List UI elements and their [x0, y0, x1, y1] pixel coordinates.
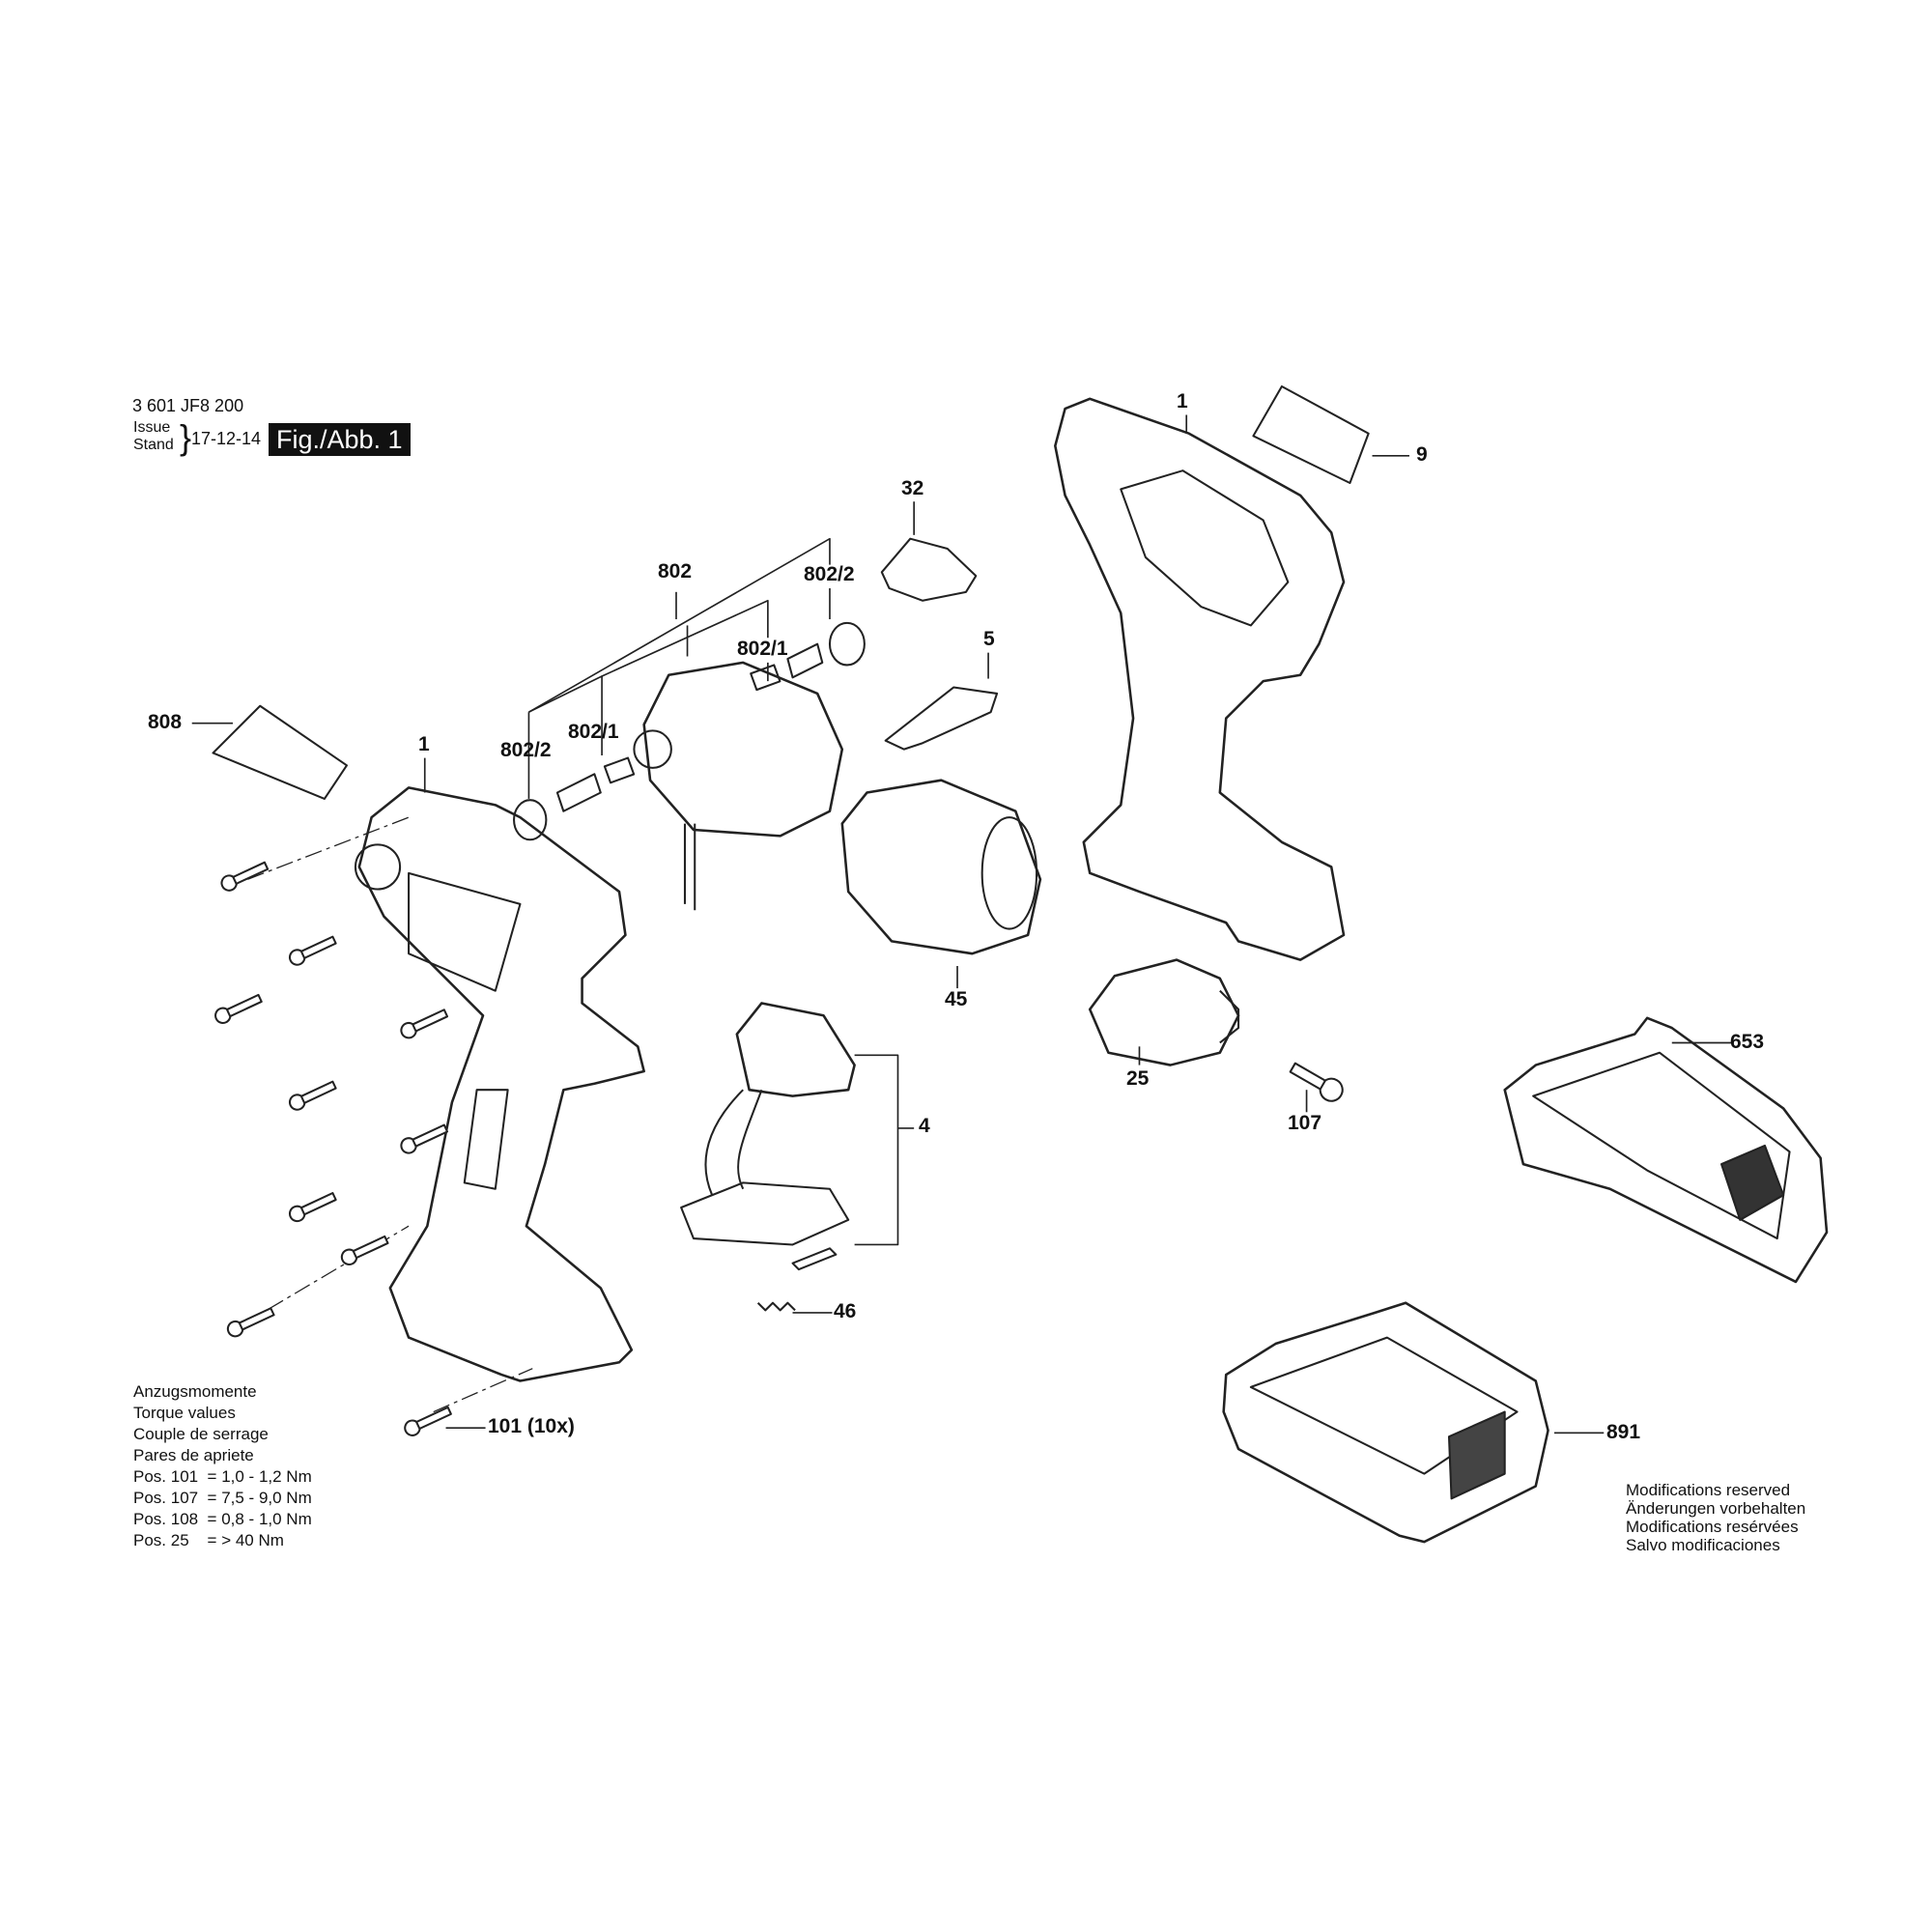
gearbox-shape	[840, 779, 1042, 955]
right-housing-shape	[1054, 397, 1346, 961]
part-5-shape	[884, 686, 999, 751]
callout-45: 45	[945, 988, 968, 1010]
left-housing-shape	[357, 786, 645, 1382]
callout-32: 32	[901, 477, 924, 499]
torque-notes: Anzugsmomente Torque values Couple de se…	[133, 1381, 312, 1551]
charger-shape	[1503, 1016, 1829, 1284]
chuck-shape	[1088, 958, 1240, 1066]
switch-shape	[735, 1002, 856, 1097]
callout-9: 9	[1416, 443, 1428, 466]
callout-1-left: 1	[418, 733, 430, 755]
part-number: 3 601 JF8 200	[132, 396, 244, 415]
notice-fr: Modifications resérvées	[1626, 1518, 1799, 1536]
callout-802-2-top: 802/2	[804, 563, 855, 585]
callout-46: 46	[834, 1300, 857, 1322]
issue-date: 17-12-14	[191, 429, 262, 448]
figure-label: Fig./Abb. 1	[269, 423, 411, 456]
label-9-shape	[1252, 384, 1370, 485]
torque-title-fr: Couple de serrage	[133, 1425, 269, 1443]
notice-en: Modifications reserved	[1626, 1481, 1791, 1499]
callout-101: 101 (10x)	[488, 1415, 575, 1437]
callout-802: 802	[658, 560, 693, 582]
torque-title-de: Anzugsmomente	[133, 1382, 257, 1401]
notice-de: Änderungen vorbehalten	[1626, 1499, 1806, 1518]
modifications-notice: Modifications reserved Änderungen vorbeh…	[1626, 1481, 1805, 1554]
callout-802-2-left: 802/2	[500, 739, 552, 761]
callout-653: 653	[1730, 1031, 1765, 1053]
callout-1-right: 1	[1177, 390, 1188, 412]
callout-891: 891	[1606, 1421, 1641, 1443]
screws-101	[214, 861, 452, 1436]
issue-label: Issue	[133, 419, 171, 436]
torque-value-108: Pos. 108 = 0,8 - 1,0 Nm	[133, 1510, 312, 1528]
brace: }	[180, 417, 192, 457]
torque-title-en: Torque values	[133, 1404, 236, 1422]
battery-shape	[1222, 1301, 1549, 1544]
torque-value-101: Pos. 101 = 1,0 - 1,2 Nm	[133, 1467, 312, 1486]
torque-title-es: Pares de apriete	[133, 1446, 254, 1464]
callout-802-1-top: 802/1	[737, 638, 788, 660]
torque-value-25: Pos. 25 = > 40 Nm	[133, 1531, 284, 1549]
stand-label: Stand	[133, 437, 174, 453]
callout-5: 5	[983, 628, 995, 650]
label-808-shape	[212, 704, 349, 800]
callout-107: 107	[1288, 1112, 1322, 1134]
callout-808: 808	[148, 711, 183, 733]
torque-value-107: Pos. 107 = 7,5 - 9,0 Nm	[133, 1489, 312, 1507]
callout-802-1-left: 802/1	[568, 721, 619, 743]
motor-shape	[642, 661, 844, 838]
spring-46-shape	[756, 1301, 796, 1312]
notice-es: Salvo modificaciones	[1626, 1536, 1780, 1554]
screw-107-shape	[1289, 1062, 1344, 1102]
callout-4: 4	[919, 1115, 930, 1137]
callout-25: 25	[1126, 1067, 1150, 1090]
leader-lines	[191, 414, 1734, 1435]
part-32-shape	[880, 537, 978, 602]
